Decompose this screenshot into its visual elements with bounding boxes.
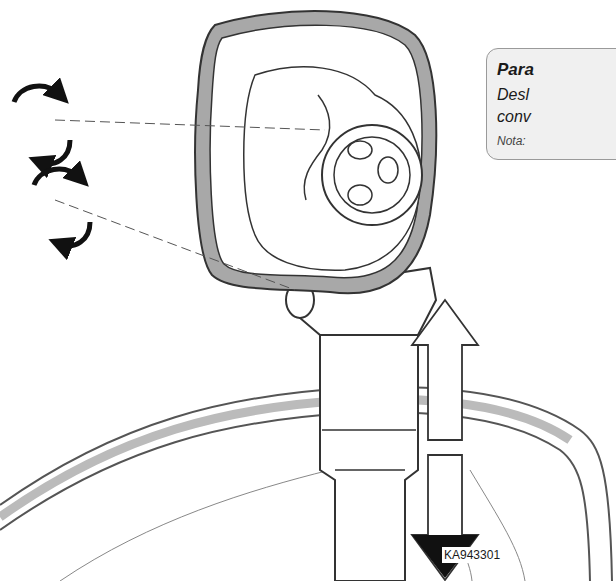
note-body: Desl conv [497, 84, 541, 127]
rotation-axis [55, 120, 325, 130]
adjust-knob [322, 125, 422, 225]
rotation-arrow [14, 86, 60, 102]
seat-back-band [0, 399, 570, 517]
note-heading: Para [497, 59, 616, 82]
note-footnote: Nota: [497, 133, 616, 149]
rotation-arrow [34, 169, 80, 185]
rotation-arrow [40, 140, 70, 164]
rotation-axis [55, 200, 295, 290]
post-detail [322, 430, 416, 470]
mechanism-lever [304, 95, 329, 200]
rotation-arrow [60, 222, 90, 246]
headrest-post [320, 330, 418, 581]
seat-back-inner [0, 412, 590, 581]
knob-hole [348, 185, 372, 205]
knob-hole [378, 157, 398, 183]
note-box: ParaDesl convNota: [486, 48, 616, 160]
knob-hole [348, 141, 372, 159]
headrest-cushion [195, 11, 436, 293]
seat-back-outline [0, 387, 612, 581]
up-arrow [412, 300, 478, 440]
knob-ring [334, 137, 410, 213]
figure-code: KA943301 [442, 547, 502, 563]
headrest-back-panel [210, 25, 422, 277]
